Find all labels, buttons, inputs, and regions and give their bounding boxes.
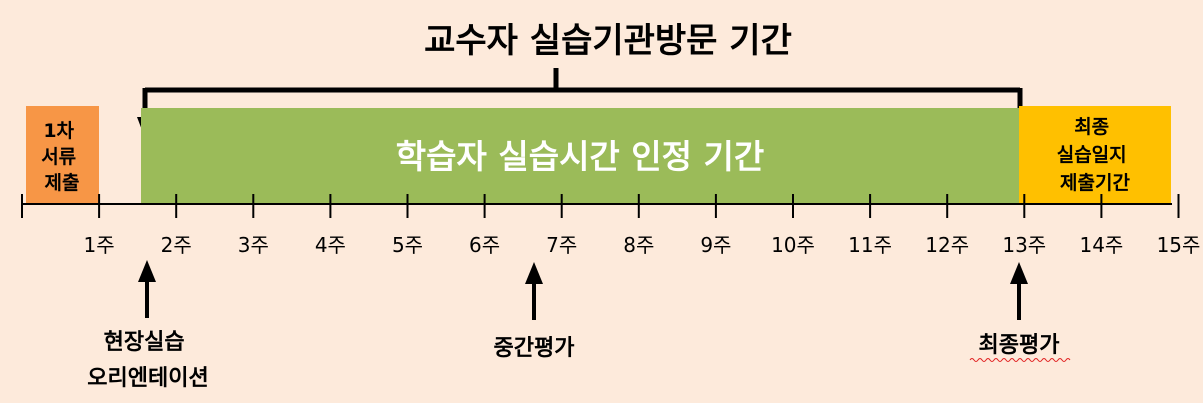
timeline-tick-label: 8주 [623,233,654,257]
timeline-tick-label: 4주 [315,233,346,257]
timeline-tick-label: 9주 [700,233,731,257]
timeline-tick-label: 5주 [392,233,423,257]
orientation-arrow [138,260,156,318]
timeline-tick-label: 12주 [925,233,969,257]
first-submission-label: 1차 서류 제출 [41,120,83,194]
orientation-label: 현장실습 오리엔테이션 [87,330,208,391]
first-submission-block [26,106,99,204]
timeline-tick-label: 1주 [84,233,115,257]
diagram-title: 교수자 실습기관방문 기간 [424,21,792,61]
timeline-tick-label: 14주 [1079,233,1123,257]
timeline-tick-label: 2주 [161,233,192,257]
spellcheck-underline [969,358,1071,362]
timeline-tick-label: 15주 [1157,233,1201,257]
final-submission-label: 최종 실습일지 제출기간 [1057,116,1134,194]
timeline-tick-label: 13주 [1002,233,1046,257]
timeline-ticks: 1주 2주 3주 4주 5주 6주 7주 8주 9주 10주 11주 12주 13주 14주 15주 [21,194,1201,257]
midterm-arrow [525,262,543,320]
final-eval-label: 최종평가 [979,333,1060,358]
midterm-label: 중간평가 [494,336,575,361]
timeline-tick-label: 11주 [848,233,892,257]
timeline-tick-label: 6주 [469,233,500,257]
final-submission-block [1019,106,1171,204]
timeline-tick-label: 7주 [546,233,577,257]
recognition-period-label: 학습자 실습시간 인정 기간 [396,137,764,176]
timeline-tick-label: 10주 [771,233,815,257]
recognition-period-block [141,108,1019,204]
final-eval-arrow [1010,262,1028,320]
timeline-tick-label: 3주 [238,233,269,257]
